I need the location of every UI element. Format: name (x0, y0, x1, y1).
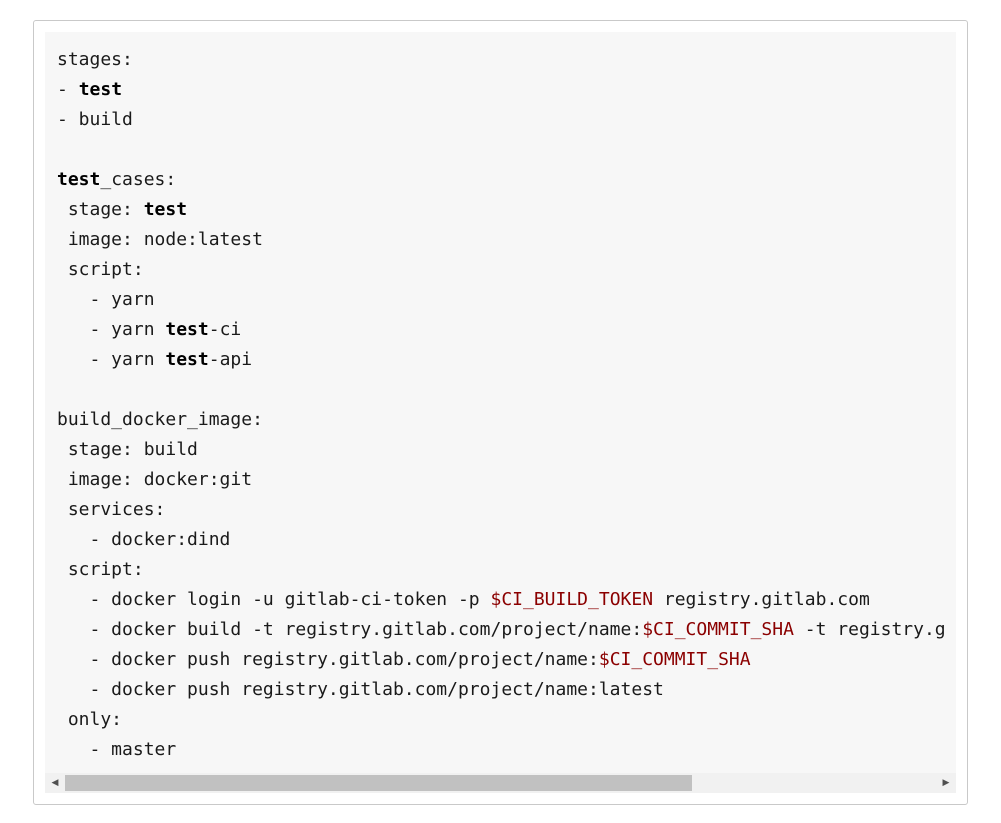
code-line: stage: test (57, 195, 946, 225)
code-line: - docker push registry.gitlab.com/projec… (57, 645, 946, 675)
code-text: stage: (57, 199, 144, 220)
code-text: _cases: (100, 169, 177, 190)
code-line: stage: build (57, 435, 946, 465)
horizontal-scrollbar[interactable]: ◀ ▶ (45, 773, 956, 793)
code-text: - build (57, 109, 133, 130)
code-variable: $CI_BUILD_TOKEN (490, 589, 654, 610)
code-line: - build (57, 105, 946, 135)
scrollbar-thumb[interactable] (65, 775, 692, 791)
code-text: stage: build (57, 439, 198, 460)
code-line: - docker:dind (57, 525, 946, 555)
code-text: - yarn (57, 319, 166, 340)
code-line: stages: (57, 45, 946, 75)
code-keyword: test (78, 79, 123, 100)
code-text: services: (57, 499, 166, 520)
code-line: - test (57, 75, 946, 105)
code-line: services: (57, 495, 946, 525)
code-line: - yarn (57, 285, 946, 315)
code-line: image: node:latest (57, 225, 946, 255)
code-line: ​ (57, 375, 946, 405)
code-text: -api (208, 349, 253, 370)
code-block-frame: stages:- test- build​test_cases: stage: … (33, 20, 968, 805)
code-line: - docker login -u gitlab-ci-token -p $CI… (57, 585, 946, 615)
code-line: script: (57, 555, 946, 585)
code-text: - yarn (57, 349, 166, 370)
code-text: registry.gitlab.com (653, 589, 870, 610)
code-text: stages: (57, 49, 133, 70)
code-text: image: docker:git (57, 469, 253, 490)
code-line: script: (57, 255, 946, 285)
code-text: - (57, 79, 79, 100)
scroll-left-icon[interactable]: ◀ (51, 778, 59, 788)
code-content: stages:- test- build​test_cases: stage: … (57, 45, 946, 765)
code-variable: $CI_COMMIT_SHA (642, 619, 794, 640)
code-line: - docker push registry.gitlab.com/projec… (57, 675, 946, 705)
scroll-right-icon[interactable]: ▶ (942, 778, 950, 788)
code-variable: $CI_COMMIT_SHA (598, 649, 751, 670)
code-line: - yarn test-ci (57, 315, 946, 345)
code-keyword: test (57, 169, 101, 190)
code-text: - docker login -u gitlab-ci-token -p (57, 589, 491, 610)
code-line: only: (57, 705, 946, 735)
code-text: - yarn (57, 289, 155, 310)
code-keyword: test (165, 349, 209, 370)
code-line: build_docker_image: (57, 405, 946, 435)
code-text: - docker build -t registry.gitlab.com/pr… (57, 619, 643, 640)
code-text: - master (57, 739, 177, 760)
code-line: image: docker:git (57, 465, 946, 495)
code-text: only: (57, 709, 123, 730)
code-line: - yarn test-api (57, 345, 946, 375)
code-text: - docker push registry.gitlab.com/projec… (57, 649, 599, 670)
scrollbar-track[interactable] (65, 775, 936, 791)
code-line: test_cases: (57, 165, 946, 195)
code-block: stages:- test- build​test_cases: stage: … (45, 32, 956, 773)
code-line: ​ (57, 135, 946, 165)
code-text: -ci (208, 319, 242, 340)
code-keyword: test (143, 199, 188, 220)
code-text: - docker push registry.gitlab.com/projec… (57, 679, 664, 700)
code-text: build_docker_image: (57, 409, 263, 430)
code-text: -t registry.g (793, 619, 946, 640)
code-text: image: node:latest (57, 229, 263, 250)
code-text: - docker:dind (57, 529, 231, 550)
code-keyword: test (165, 319, 209, 340)
code-line: - master (57, 735, 946, 765)
code-text: script: (57, 259, 144, 280)
code-line: - docker build -t registry.gitlab.com/pr… (57, 615, 946, 645)
code-text: script: (57, 559, 144, 580)
